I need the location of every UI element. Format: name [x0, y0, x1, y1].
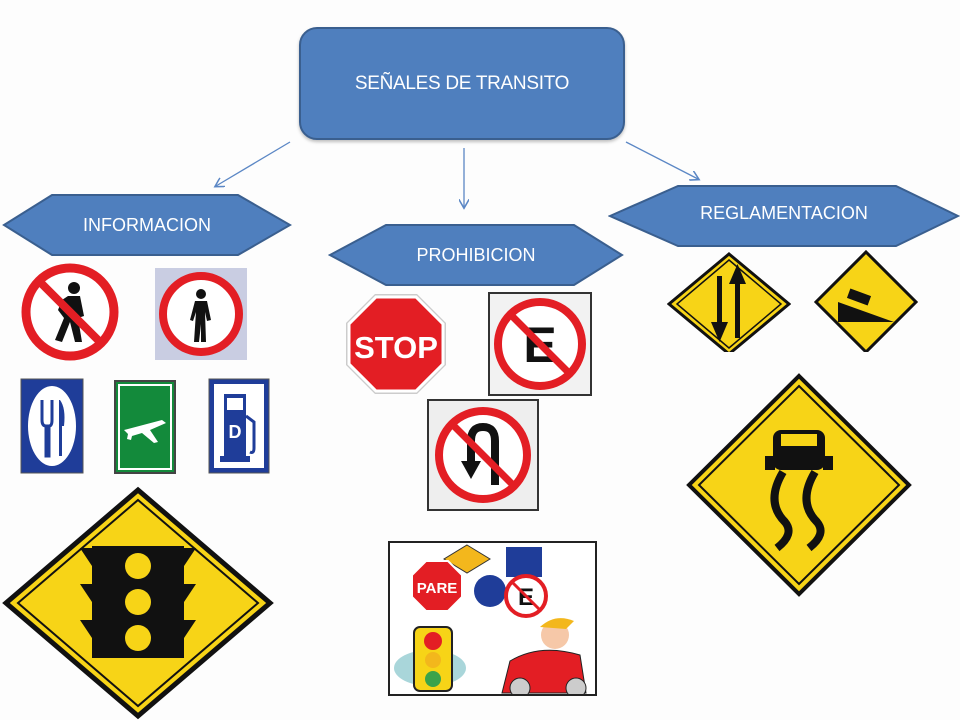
no-parking-sign: E — [488, 292, 592, 396]
stop-text: STOP — [354, 330, 438, 365]
airport-sign — [114, 380, 176, 474]
collage-image: PARE E — [388, 541, 597, 699]
no-pedestrians-sign-alt-bg — [155, 268, 247, 360]
title-box: SEÑALES DE TRANSITO — [299, 27, 625, 140]
traffic-light-ahead-sign — [2, 486, 274, 720]
no-pedestrians-sign — [21, 263, 119, 361]
category-prohibicion: PROHIBICION — [328, 223, 624, 287]
no-u-turn-sign — [427, 399, 539, 511]
slippery-road-sign — [686, 373, 912, 597]
title-text: SEÑALES DE TRANSITO — [354, 72, 570, 94]
stop-sign: STOP — [346, 294, 446, 394]
gas-station-sign: D — [208, 378, 270, 474]
category-reglamentacion: REGLAMENTACION — [608, 184, 960, 248]
two-way-traffic-sign — [667, 252, 791, 352]
pare-text: PARE — [417, 580, 458, 597]
category-label: REGLAMENTACION — [700, 202, 868, 223]
no-pedestrians-sign-alt — [159, 272, 243, 356]
restaurant-sign — [20, 378, 84, 474]
gas-letter: D — [229, 422, 242, 442]
steep-hill-sign — [814, 250, 918, 352]
category-label: INFORMACION — [83, 214, 211, 235]
category-label: PROHIBICION — [416, 244, 536, 265]
category-informacion: INFORMACION — [2, 193, 292, 257]
